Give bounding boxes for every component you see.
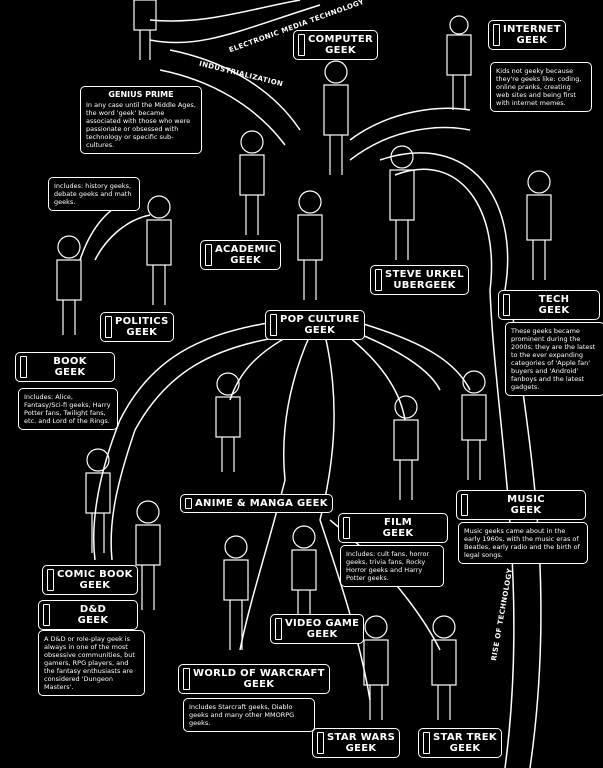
figure-film [393, 395, 419, 500]
film-geek-label: FILM GEEK [338, 513, 448, 543]
figure-music [461, 370, 487, 480]
music-geek-label: MUSIC GEEK [456, 490, 586, 520]
academic-geek-label: ACADEMIC GEEK [200, 240, 282, 270]
steve-urkel-label: STEVE URKEL UBERGEEK [370, 265, 469, 295]
video-game-label: VIDEO GAME GEEK [270, 614, 365, 644]
politics-geek-label: POLITICS GEEK [100, 312, 174, 342]
wow-geek-desc: Includes Starcraft geeks, Diablo geeks a… [183, 698, 315, 732]
figure-computer [323, 60, 349, 175]
figure-videogame [291, 525, 317, 615]
pop-culture-label: POP CULTURE GEEK [265, 310, 365, 340]
book-geek-desc: Includes: Alice, Fantasy/Sci-fi geeks, H… [18, 388, 118, 430]
dnd-geek-desc: A D&D or role-play geek is always in one… [38, 630, 145, 696]
genius-prime-desc: In any case until the Middle Ages, the w… [86, 101, 196, 149]
film-geek-desc: Includes: cult fans, horror geeks, trivi… [340, 545, 444, 587]
tech-geek-label: TECH GEEK [498, 290, 600, 320]
anime-geek-label: ANIME & MANGA GEEK [180, 494, 333, 513]
genius-prime-title: GENIUS PRIME [108, 90, 174, 99]
internet-geek-label: INTERNET GEEK [488, 20, 566, 50]
figure-anime [215, 372, 241, 472]
figure-book [56, 235, 82, 335]
figure-startrek [431, 615, 457, 720]
book-geek-label: BOOK GEEK [15, 352, 115, 382]
figure-politics [146, 195, 172, 305]
comic-geek-label: COMIC BOOK GEEK [42, 565, 138, 595]
internet-geek-desc: Kids not geeky because they're geeks lik… [490, 62, 592, 112]
figure-genius [133, 0, 157, 60]
dnd-geek-label: D&D GEEK [38, 600, 138, 630]
star-trek-label: STAR TREK GEEK [418, 728, 502, 758]
figure-wow [223, 535, 249, 650]
politics-note: Includes: history geeks, debate geeks an… [48, 177, 140, 211]
tech-geek-desc: These geeks became prominent during the … [505, 322, 603, 396]
figure-comic [85, 448, 111, 553]
figure-starwars [363, 615, 389, 720]
star-wars-label: STAR WARS GEEK [312, 728, 401, 758]
figure-urkel [389, 145, 415, 260]
computer-geek-label: COMPUTER GEEK [293, 30, 378, 60]
figure-popculture [297, 190, 323, 300]
figure-academic [239, 130, 265, 235]
wow-geek-label: WORLD OF WARCRAFT GEEK [178, 664, 330, 694]
music-geek-desc: Music geeks came about in the early 1960… [458, 522, 588, 564]
figure-dnd [135, 500, 161, 610]
figure-internet [446, 15, 472, 110]
figure-tech [526, 170, 552, 280]
genius-prime-box: GENIUS PRIME In any case until the Middl… [80, 86, 202, 154]
